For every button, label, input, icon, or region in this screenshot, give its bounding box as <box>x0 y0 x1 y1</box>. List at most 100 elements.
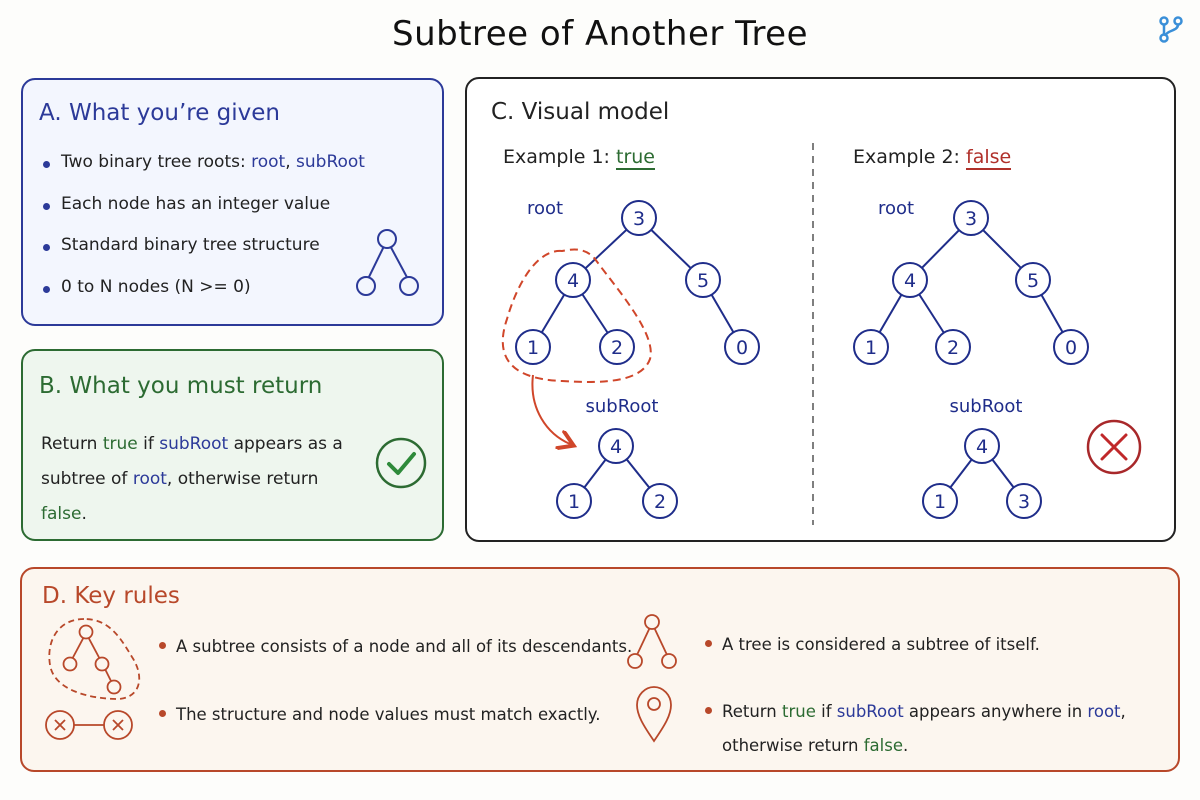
rule-text: appears anywhere in <box>903 702 1088 721</box>
tree-node <box>853 329 889 365</box>
rule-text: The structure and node values must match… <box>176 705 601 724</box>
text: appears as a subtree of <box>41 434 343 489</box>
panel-d-heading: D. Key rules <box>42 583 180 609</box>
node-value: 2 <box>947 337 959 359</box>
node-value: 3 <box>1018 491 1030 513</box>
rule-subtree-definition: A subtree consists of a node and all of … <box>159 637 632 656</box>
rule-exact-match: The structure and node values must match… <box>159 705 600 724</box>
tree-node <box>621 200 657 236</box>
example-1-root-tree: 3 4 5 1 2 0 <box>515 200 760 365</box>
rule-text: if <box>815 702 837 721</box>
node-value: 0 <box>1065 337 1077 359</box>
node-value: 4 <box>976 436 988 458</box>
keyword-true: true <box>102 434 138 454</box>
visual-model-diagram: 3 4 5 1 2 0 root subRoot 4 1 2 3 <box>501 143 1142 525</box>
rule-text: . <box>903 736 909 755</box>
panel-return: B. What you must return Return true if s… <box>21 349 444 541</box>
given-list: Two binary tree roots: root, subRoot Eac… <box>41 152 365 318</box>
node-value: 4 <box>567 270 579 292</box>
rule-self-subtree: A tree is considered a subtree of itself… <box>705 635 1040 654</box>
example-label-text: Example 1: <box>503 146 616 168</box>
node-value: 1 <box>934 491 946 513</box>
location-pin-icon <box>636 686 672 743</box>
keyword-subroot: subRoot <box>836 702 904 721</box>
keyword-subroot: subRoot <box>159 434 229 454</box>
tree-icon <box>356 229 419 296</box>
panel-given: A. What you’re given Two binary tree roo… <box>21 78 444 326</box>
text: , otherwise return <box>166 469 319 489</box>
panel-b-heading: B. What you must return <box>39 373 323 399</box>
tree-node <box>685 262 721 298</box>
bullet-dot <box>159 642 166 649</box>
root-label: root <box>878 198 914 219</box>
subtree-highlight <box>501 248 652 383</box>
cross-icon <box>1086 419 1142 475</box>
match-arrow <box>531 374 570 444</box>
bullet-dot <box>705 707 712 714</box>
example-1-result: true <box>616 146 655 170</box>
node-value: 1 <box>568 491 580 513</box>
rule-text: A tree is considered a subtree of itself… <box>722 635 1040 654</box>
root-label: root <box>527 198 563 219</box>
tree-node <box>556 483 592 519</box>
bullet-dot <box>705 640 712 647</box>
x-nodes-icon <box>45 710 133 740</box>
tree-node <box>598 428 634 464</box>
tree-node <box>1053 329 1089 365</box>
subroot-label: subRoot <box>586 396 659 417</box>
tree-node <box>1015 262 1051 298</box>
tree-node <box>515 329 551 365</box>
tree-node <box>953 200 989 236</box>
bullet-text: Two binary tree roots: <box>61 152 252 172</box>
keyword-false: false <box>41 504 82 524</box>
branch-icon <box>1159 16 1183 43</box>
list-item: 0 to N nodes (N >= 0) <box>41 277 365 319</box>
bullet-separator: , <box>285 152 297 172</box>
node-value: 1 <box>865 337 877 359</box>
check-icon <box>375 437 427 489</box>
list-item: Each node has an integer value <box>41 194 365 236</box>
keyword-false: false <box>863 736 903 755</box>
text: if <box>137 434 160 454</box>
keyword-root: root <box>1087 702 1121 721</box>
panel-key-rules: D. Key rules A subtree consists of a nod… <box>20 567 1180 772</box>
panel-c-heading: C. Visual model <box>491 99 670 125</box>
example-2-root-tree: 3 4 5 1 2 0 <box>853 200 1089 365</box>
tree-node <box>1006 483 1042 519</box>
rule-return-value: Return true if subRoot appears anywhere … <box>705 695 1126 763</box>
node-value: 0 <box>736 337 748 359</box>
node-value: 5 <box>1027 270 1039 292</box>
rule-text: Return <box>722 702 782 721</box>
keyword-root: root <box>251 152 286 172</box>
node-value: 2 <box>654 491 666 513</box>
rule-text: A subtree consists of a node and all of … <box>176 637 633 656</box>
node-value: 5 <box>697 270 709 292</box>
tree-node <box>555 262 591 298</box>
text: Return <box>41 434 103 454</box>
subtree-highlight-icon <box>48 618 140 700</box>
keyword-root: root <box>132 469 167 489</box>
text: . <box>81 504 87 524</box>
tree-node <box>892 262 928 298</box>
example-2-result: false <box>966 146 1012 170</box>
node-value: 2 <box>611 337 623 359</box>
tree-node <box>724 329 760 365</box>
example-2-label: Example 2: false <box>853 146 1012 170</box>
tree-node <box>922 483 958 519</box>
example-1-subroot-tree: 4 1 2 <box>556 428 678 519</box>
list-item: Standard binary tree structure <box>41 235 365 277</box>
tree-node <box>642 483 678 519</box>
subroot-label: subRoot <box>950 396 1023 417</box>
tree-node <box>935 329 971 365</box>
bullet-dot <box>159 710 166 717</box>
node-value: 3 <box>965 208 977 230</box>
example-2-subroot-tree: 4 1 3 <box>922 428 1042 519</box>
tree-node <box>599 329 635 365</box>
rule-text: , <box>1120 702 1126 721</box>
tree-icon <box>627 614 677 669</box>
node-value: 4 <box>610 436 622 458</box>
keyword-true: true <box>782 702 816 721</box>
node-value: 3 <box>633 208 645 230</box>
example-1-label: Example 1: true <box>503 146 655 170</box>
list-item: Two binary tree roots: root, subRoot <box>41 152 365 194</box>
